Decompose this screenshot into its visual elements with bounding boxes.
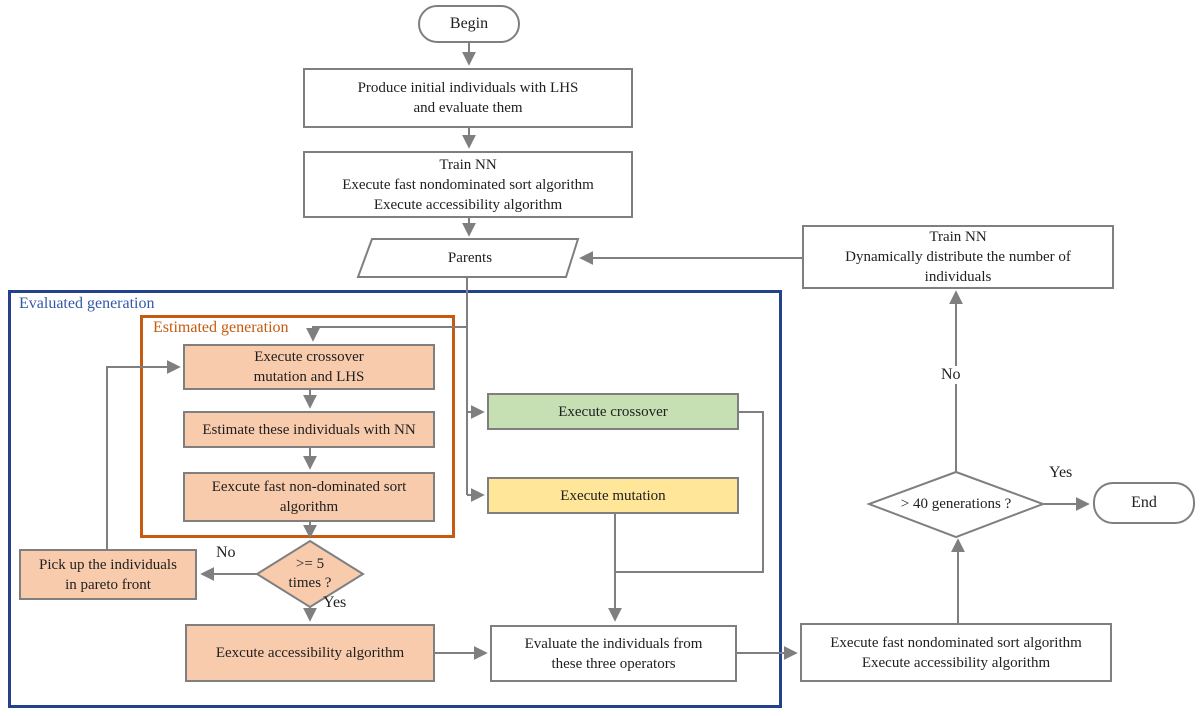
accessibility-box: Eexcute accessibility algorithm [185,624,435,682]
crossover-lhs-box: Execute crossover mutation and LHS [183,344,435,390]
accessibility-label: Eexcute accessibility algorithm [215,645,405,661]
train-nn-sort-box: Train NN Execute fast nondominated sort … [303,151,633,218]
five-times-line1: >= 5 [295,556,325,572]
begin-terminator: Begin [418,5,520,43]
forty-generations-decision: > 40 generations ? [869,472,1043,537]
produce-initial-box: Produce initial individuals with LHS and… [303,68,633,128]
execute-mutation-label: Execute mutation [560,487,666,504]
right-sort-line2: Execute accessibility algorithm [861,654,1051,671]
forty-gen-no-label: No [938,366,964,384]
train-nn-sort-line1: Train NN [439,156,497,173]
parents-node: Parents [372,239,568,277]
right-sort-line1: Execute fast nondominated sort algorithm [830,634,1082,651]
forty-gen-yes-label: Yes [1049,464,1073,481]
begin-label: Begin [449,15,489,32]
parents-label: Parents [447,249,493,266]
end-label: End [1131,494,1157,511]
right-sort-box: Execute fast nondominated sort algorithm… [800,623,1112,682]
five-times-yes-label: Yes [323,594,347,611]
crossover-lhs-line1: Execute crossover [254,349,364,365]
execute-crossover-box: Execute crossover [487,393,739,430]
produce-initial-line1: Produce initial individuals with LHS [357,80,579,96]
train-nn-sort-line2: Execute fast nondominated sort algorithm [342,176,594,193]
five-times-line2: times ? [288,575,332,591]
train-nn-distribute-line2: Dynamically distribute the number of [845,249,1071,265]
estimated-generation-label: Estimated generation [153,319,289,336]
execute-crossover-label: Execute crossover [558,403,668,420]
pickup-pareto-line1: Pick up the individuals [39,556,177,573]
pickup-pareto-line2: in pareto front [65,576,151,593]
fast-sort-line1: Eexcute fast non-dominated sort [211,479,407,495]
forty-generations-label: > 40 generations ? [900,496,1012,512]
estimate-nn-label: Estimate these individuals with NN [202,421,416,438]
pickup-pareto-box: Pick up the individuals in pareto front [19,549,197,600]
evaluated-generation-container: Evaluated generation [8,290,782,708]
train-nn-distribute-line1: Train NN [929,229,987,245]
fast-sort-box: Eexcute fast non-dominated sort algorith… [183,472,435,522]
train-nn-sort-line3: Execute accessibility algorithm [373,196,563,213]
train-nn-distribute-box: Train NN Dynamically distribute the numb… [802,225,1114,289]
estimate-nn-box: Estimate these individuals with NN [183,411,435,448]
fast-sort-line2: algorithm [279,499,339,515]
evaluated-generation-label: Evaluated generation [19,295,155,312]
evaluate-three-line1: Evaluate the individuals from [524,635,703,652]
five-times-no-label: No [216,544,236,561]
train-nn-distribute-line3: individuals [924,269,992,285]
five-times-decision: >= 5 times ? [257,541,363,607]
crossover-lhs-line2: mutation and LHS [253,369,365,385]
execute-mutation-box: Execute mutation [487,477,739,514]
evaluate-three-line2: these three operators [551,655,676,672]
evaluate-three-box: Evaluate the individuals from these thre… [490,625,737,682]
produce-initial-line2: and evaluate them [413,100,523,116]
end-terminator: End [1093,482,1195,524]
